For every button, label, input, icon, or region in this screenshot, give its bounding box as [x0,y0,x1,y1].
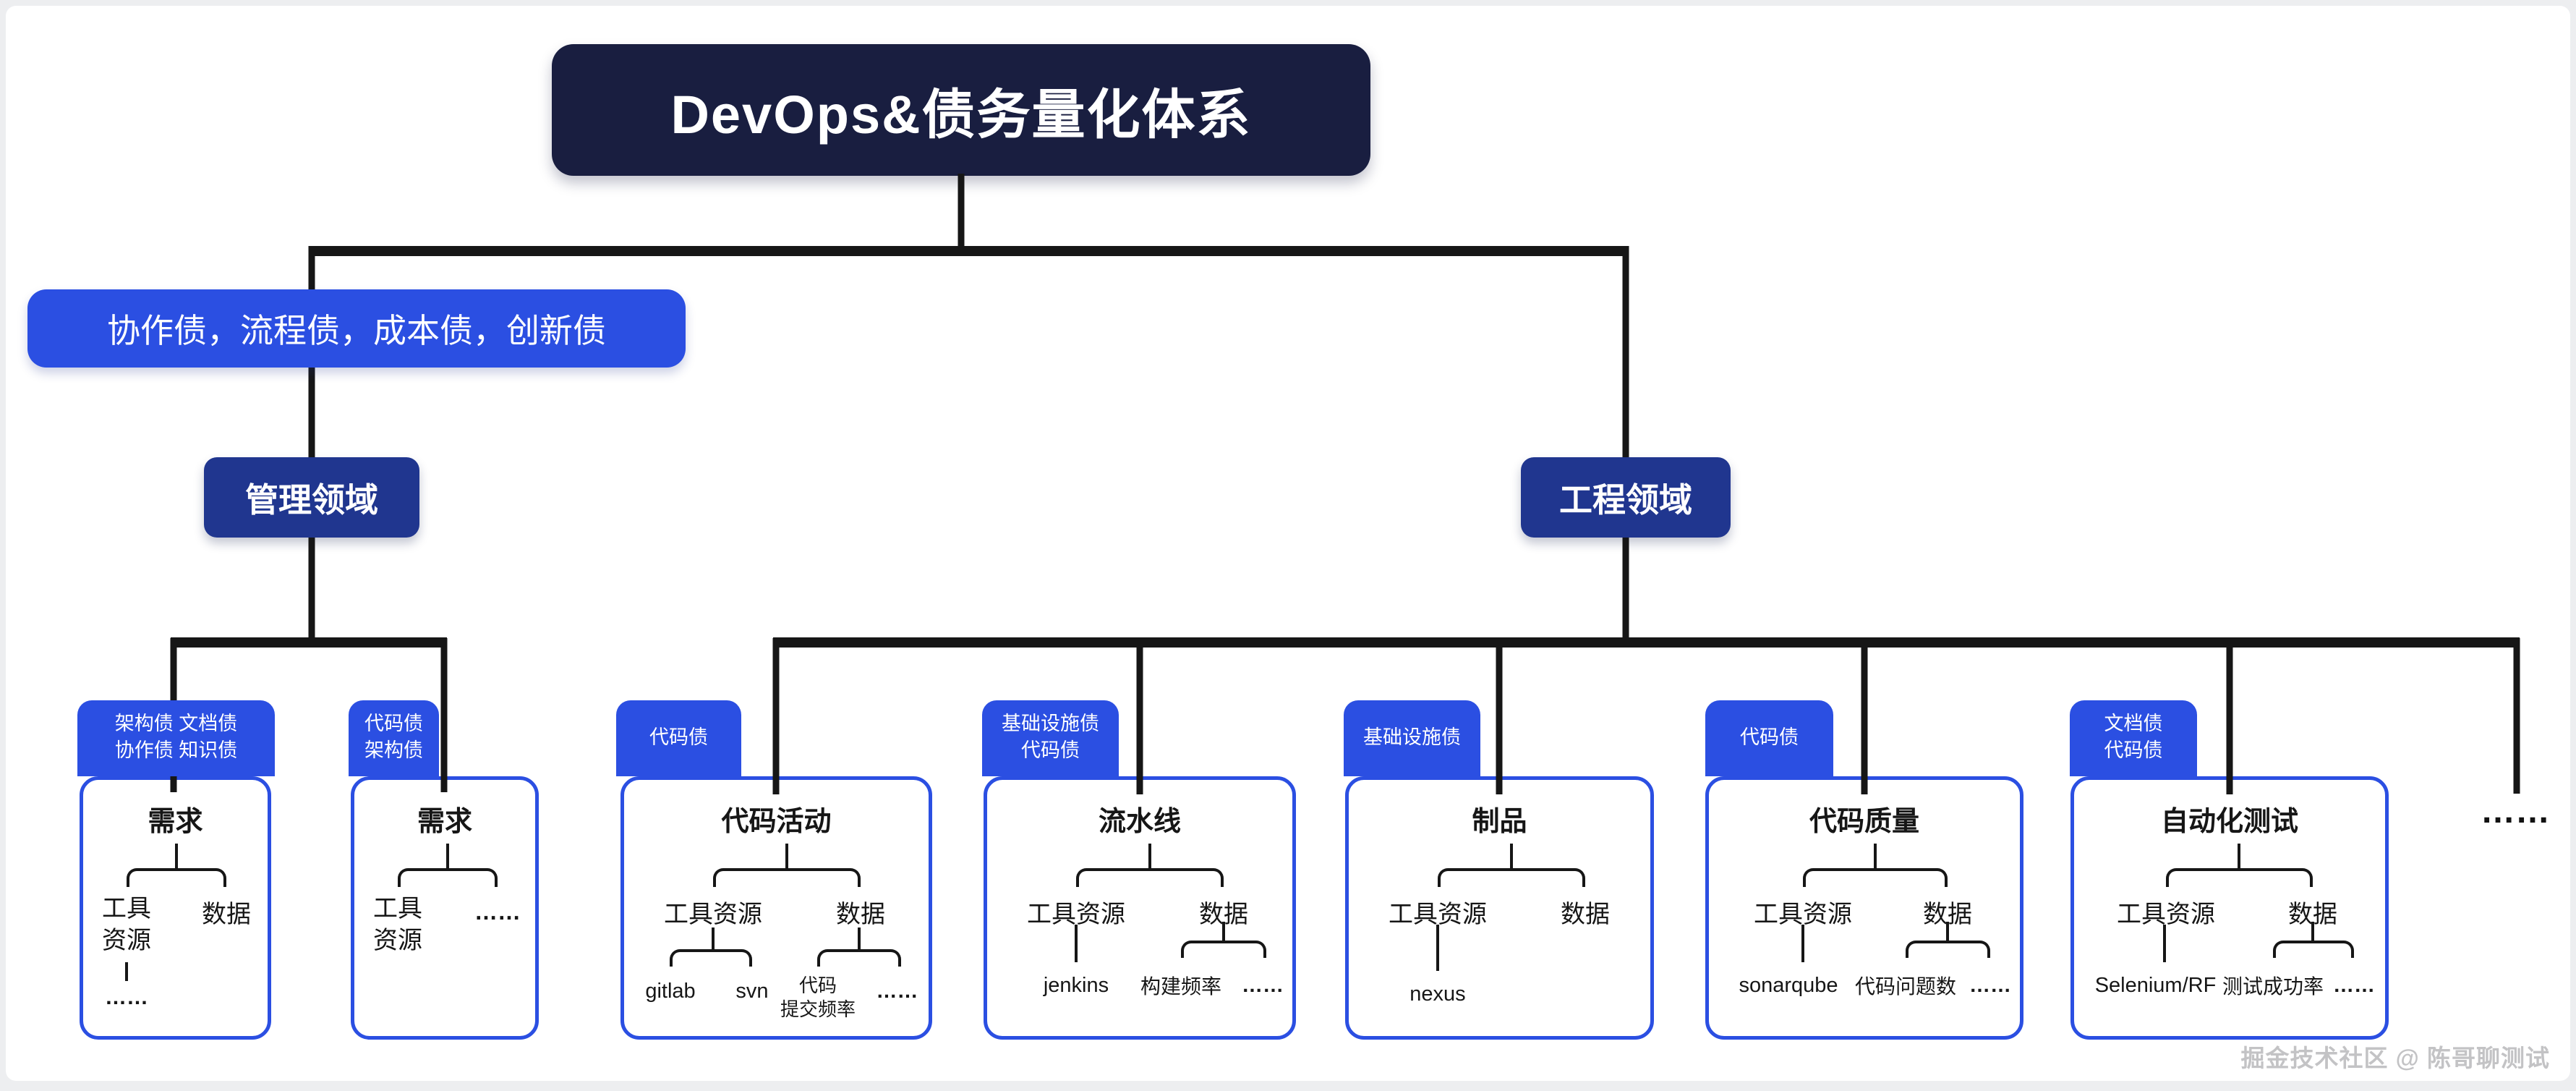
node6-box: 代码质量 工具资源 数据 sonarqube 代码问题数 …… [1705,776,2023,1040]
node5-data-label: 数据 [1561,901,1610,928]
node6-leaf-ellipsis: …… [1969,974,2011,997]
node5-leaf-nexus: nexus [1409,982,1466,1006]
node3-leaf-gitlab: gitlab [645,980,696,1003]
watermark: 掘金技术社区 @ 陈哥聊测试 [2240,1045,2550,1071]
node6-title: 代码质量 [1809,807,1919,837]
node3-leaf-commit-freq-line1: 代码 [798,975,837,996]
node5-debt-tag: 基础设施债 [1344,700,1480,776]
root-title: DevOps&债务量化体系 [670,84,1252,145]
node4-stub [1148,844,1151,868]
domain-engineering-label: 工程领域 [1559,480,1692,519]
node5-tool-stub [1436,925,1439,971]
node6-tag-line1: 代码债 [1740,726,1799,748]
node3-data-bracket [817,949,901,967]
node2-tag-line2: 架构债 [364,739,423,761]
node1-debt-tag: 架构债 文档债 协作债 知识债 [77,700,275,776]
node4-bracket [1076,868,1224,887]
node3-box: 代码活动 工具资源 数据 gitlab svn 代码 提交频率 …… [620,776,932,1040]
node5-tool-label: 工具资源 [1389,901,1487,928]
node7-data-stub [2311,922,2314,941]
node1-title: 需求 [148,807,203,837]
node2-debt-tag: 代码债 架构债 [349,700,439,776]
node3-title: 代码活动 [721,807,832,837]
more-nodes-ellipsis: …… [2481,792,2550,831]
node6-leaf-issue-count: 代码问题数 [1854,975,1956,998]
node4-box: 流水线 工具资源 数据 jenkins 构建频率 …… [984,776,1296,1040]
node4-debt-tag: 基础设施债 代码债 [982,700,1119,776]
node3-tool-bracket [670,949,752,967]
node1-tool-label: 工具资源 [102,895,151,954]
node6-leaf-sonarqube: sonarqube [1739,974,1838,997]
node5-box: 制品 工具资源 数据 nexus [1345,776,1654,1040]
node7-data-bracket [2273,941,2354,958]
node2-bracket [398,868,498,887]
node7-tool-label: 工具资源 [2117,901,2215,928]
node4-tag-line2: 代码债 [1021,739,1080,761]
node6-bracket [1803,868,1948,887]
node4-leaf-ellipsis: …… [1242,974,1284,997]
node7-leaf-selenium: Selenium/RF [2094,974,2217,997]
node2-title: 需求 [417,807,472,837]
node2-tool-label: 工具资源 [373,895,422,954]
node1-tag-line1: 架构债 文档债 [114,713,238,734]
node1-bracket [127,868,226,887]
node3-leaf-svn: svn [735,980,769,1003]
node6-debt-tag: 代码债 [1705,700,1833,776]
node1-tag-line2: 协作债 知识债 [114,739,238,761]
node3-tag-line1: 代码债 [649,726,708,748]
management-debt-tag: 协作债，流程债，成本债，创新债 [27,289,686,368]
node7-leaf-ellipsis: …… [2333,974,2375,997]
node7-leaf-test-success: 测试成功率 [2222,975,2324,998]
node3-debt-tag: 代码债 [616,700,741,776]
node3-stub [785,844,788,868]
node3-leaf-commit-freq-line2: 提交频率 [780,998,856,1020]
node2-stub [446,844,449,868]
node3-leaf-commit-freq: 代码 提交频率 [774,974,862,1022]
node4-data-bracket [1181,941,1266,958]
node1-box: 需求 工具资源 数据 …… [80,776,271,1040]
node7-tag-line1: 文档债 [2104,713,2163,734]
node4-leaf-build-freq: 构建频率 [1140,975,1221,998]
node6-tool-stub [1801,925,1804,962]
node3-data-stub [858,927,861,949]
node7-stub [2238,844,2240,868]
node1-tool-ellipsis: …… [105,985,148,1009]
node3-leaf-ellipsis: …… [876,980,918,1003]
node5-title: 制品 [1472,807,1527,837]
node5-tag-line1: 基础设施债 [1363,726,1461,748]
node1-data-label: 数据 [202,901,251,928]
node3-bracket [713,868,861,887]
node3-tool-stub [712,927,715,949]
node2-box: 需求 工具资源 …… [351,776,539,1040]
node3-data-label: 数据 [836,901,885,928]
node7-bracket [2166,868,2313,887]
node6-tool-label: 工具资源 [1754,901,1852,928]
node4-tool-label: 工具资源 [1027,901,1125,928]
node5-stub [1510,844,1513,868]
node7-title: 自动化测试 [2160,807,2298,837]
node6-data-stub [1946,922,1949,941]
management-debt-tag-label: 协作债，流程债，成本债，创新债 [107,312,606,349]
node1-tool-stub [125,962,128,981]
node5-bracket [1438,868,1585,887]
node1-stub [175,844,178,868]
node7-tag-line2: 代码债 [2104,739,2163,761]
node4-data-stub [1222,922,1225,941]
domain-management-label: 管理领域 [245,480,378,519]
node3-tool-label: 工具资源 [664,901,762,928]
node4-tool-stub [1075,925,1078,962]
node4-tag-line1: 基础设施债 [1002,713,1099,734]
node7-debt-tag: 文档债 代码债 [2070,700,2197,776]
node6-data-bracket [1906,941,1990,958]
root-node: DevOps&债务量化体系 [552,44,1370,176]
node7-tool-stub [2163,925,2166,962]
node4-leaf-jenkins: jenkins [1043,974,1109,997]
node7-box: 自动化测试 工具资源 数据 Selenium/RF 测试成功率 …… [2070,776,2389,1040]
domain-management: 管理领域 [204,457,419,538]
node6-stub [1874,844,1877,868]
node2-ellipsis-label: …… [474,899,521,925]
domain-engineering: 工程领域 [1521,457,1731,538]
node4-title: 流水线 [1098,807,1181,837]
node2-tag-line1: 代码债 [364,713,423,734]
